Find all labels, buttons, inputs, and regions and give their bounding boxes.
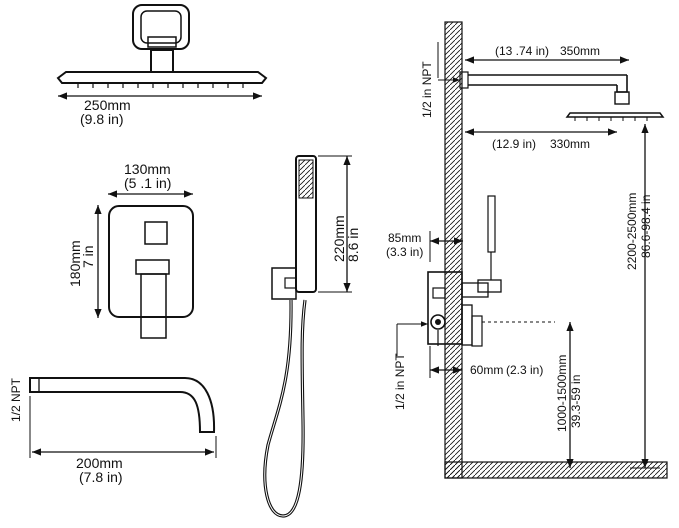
head-offset-in: (12.9 in) xyxy=(492,137,536,151)
valve-thread-label: 1/2 in NPT xyxy=(393,353,407,410)
valve-height-in: 39.3-59 in xyxy=(569,375,583,428)
hand-shower-height-in: 8.6 in xyxy=(345,228,361,262)
mixing-valve-icon xyxy=(427,271,555,347)
valve-depth-in: (3.3 in) xyxy=(386,245,423,259)
tub-spout-length-mm: 200mm xyxy=(76,455,123,471)
tub-spout-length-in: (7.8 in) xyxy=(79,469,123,485)
valve-trim-plate-icon xyxy=(108,205,194,318)
wall-section-icon xyxy=(444,21,668,479)
head-offset-mm: 330mm xyxy=(550,137,590,151)
arm-length-in: (13 .74 in) xyxy=(495,44,549,58)
trim-plate-width-in: (5 .1 in) xyxy=(124,175,171,191)
shower-head-width-mm: 250mm xyxy=(84,97,131,113)
shower-head-icon xyxy=(56,4,268,88)
side-shower-head-icon xyxy=(565,91,665,121)
hand-shower-icon xyxy=(295,155,317,293)
trim-depth-in: (2.3 in) xyxy=(506,363,543,377)
hose-holder-icon xyxy=(271,267,297,300)
head-height-in: 86.6-98.4 in xyxy=(639,195,653,258)
valve-handle-icon xyxy=(135,259,170,339)
trim-depth-mm: 60mm xyxy=(470,363,503,377)
side-hand-shower-icon xyxy=(477,195,502,293)
head-height-mm: 2200-2500mm xyxy=(625,193,639,270)
trim-plate-height-mm: 180mm xyxy=(67,240,83,287)
valve-height-mm: 1000-1500mm xyxy=(555,355,569,432)
trim-plate-height-in: 7 in xyxy=(80,245,96,268)
shower-head-width-in: (9.8 in) xyxy=(80,111,124,127)
tub-spout-thread-label: 1/2 NPT xyxy=(9,377,23,422)
hand-shower-height-mm: 220mm xyxy=(331,215,347,262)
tub-spout-icon xyxy=(29,377,216,433)
arm-length-mm: 350mm xyxy=(560,44,600,58)
shower-arm-icon xyxy=(459,71,628,93)
valve-depth-mm: 85mm xyxy=(388,231,421,245)
shower-hose-icon xyxy=(263,299,307,518)
arm-thread-label: 1/2 in NPT xyxy=(420,61,434,118)
trim-plate-width-mm: 130mm xyxy=(124,161,171,177)
